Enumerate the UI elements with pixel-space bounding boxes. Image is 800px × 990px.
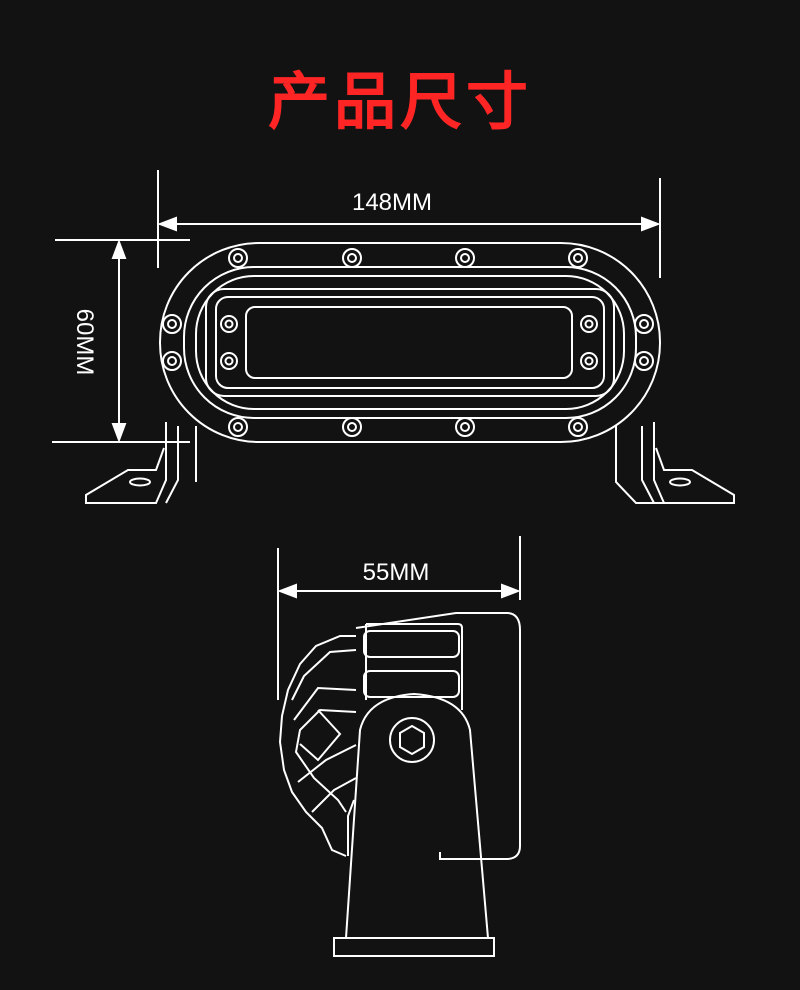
screw xyxy=(162,314,182,334)
front-plate xyxy=(365,623,463,710)
housing-rim-inner xyxy=(195,275,625,410)
page-title: 产品尺寸 xyxy=(267,65,532,138)
height-dimension: 60MM xyxy=(52,239,190,443)
depth-label: 55MM xyxy=(363,559,430,586)
bracket-base xyxy=(333,937,495,957)
screw xyxy=(580,352,598,370)
screw xyxy=(455,248,475,268)
mounting-bracket-right xyxy=(615,422,735,504)
width-label: 148MM xyxy=(352,189,432,216)
pivot-bracket xyxy=(345,692,489,939)
heat-sink-fins xyxy=(278,635,357,857)
screw xyxy=(162,351,182,371)
screw xyxy=(634,351,654,371)
screw xyxy=(568,417,588,437)
housing-rim xyxy=(183,266,637,419)
screw xyxy=(568,248,588,268)
width-dimension: 148MM xyxy=(157,170,661,278)
housing-outer xyxy=(159,242,661,443)
arrow-right xyxy=(501,583,521,599)
screw xyxy=(342,248,362,268)
mounting-bracket-left xyxy=(85,422,197,504)
screw xyxy=(455,417,475,437)
height-label: 60MM xyxy=(71,309,98,376)
screw xyxy=(220,352,238,370)
hex-bolt-icon xyxy=(389,717,435,763)
screw xyxy=(342,417,362,437)
arrow-left xyxy=(157,216,177,232)
bezel-inner xyxy=(215,296,605,389)
arrow-right xyxy=(641,216,661,232)
vent-slot-upper xyxy=(363,630,460,658)
screw xyxy=(580,315,598,333)
arrow-top xyxy=(111,239,127,259)
front-view: 148MM 60MM xyxy=(52,170,735,504)
lens-window xyxy=(245,306,573,379)
screw xyxy=(220,315,238,333)
depth-dimension: 55MM xyxy=(277,536,521,700)
screw xyxy=(634,314,654,334)
side-housing xyxy=(355,612,521,860)
side-view: 55MM xyxy=(277,536,521,957)
screw xyxy=(228,248,248,268)
bezel-outer xyxy=(205,288,615,397)
arrow-left xyxy=(277,583,297,599)
arrow-bottom xyxy=(111,423,127,443)
screw xyxy=(228,417,248,437)
vent-slot-lower xyxy=(363,670,460,698)
